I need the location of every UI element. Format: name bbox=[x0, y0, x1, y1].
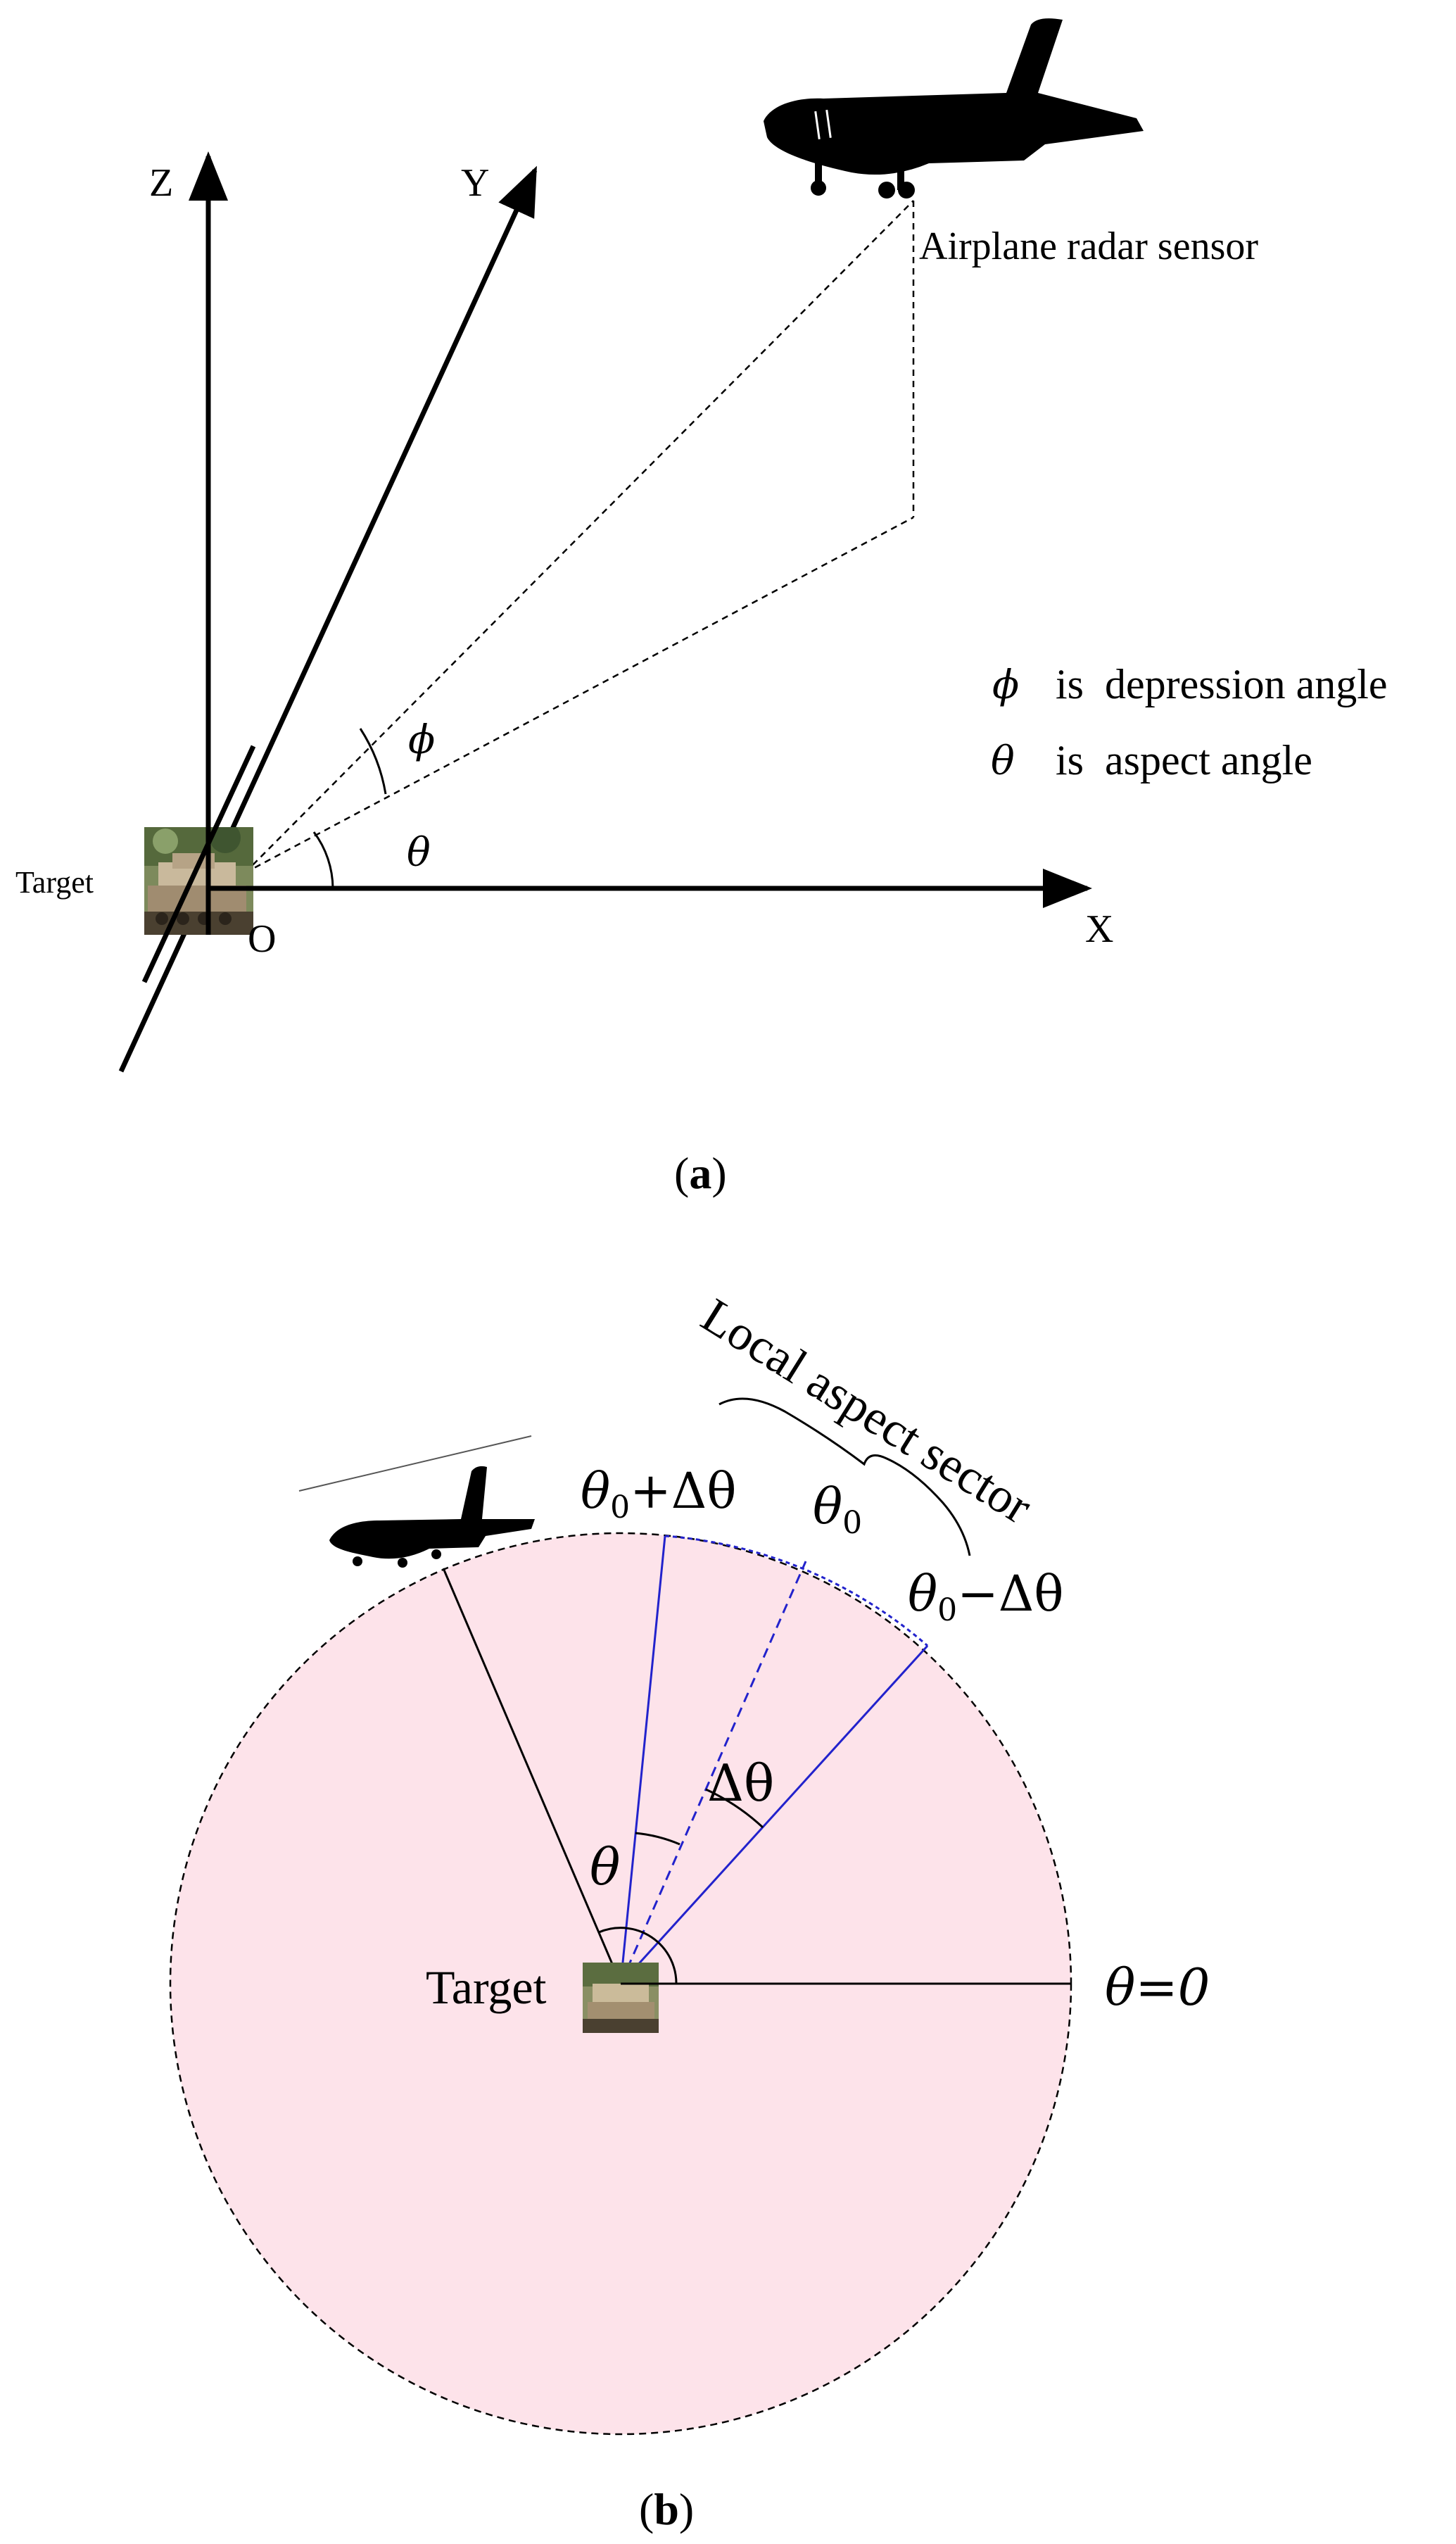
z-axis-label: Z bbox=[149, 161, 173, 205]
legend-phi-symbol: ϕ bbox=[992, 662, 1019, 708]
theta0-plus-arc bbox=[635, 1832, 680, 1846]
airplane-icon bbox=[764, 18, 1144, 199]
sector-lower-line bbox=[619, 1644, 929, 1985]
helicopter-icon bbox=[298, 1435, 535, 1568]
theta0-plus-label: θ0+Δθ bbox=[581, 1462, 737, 1525]
sector-center-line bbox=[619, 1561, 807, 1984]
theta-arc bbox=[312, 831, 334, 889]
target-label: Target bbox=[15, 865, 94, 900]
theta-arc-b bbox=[598, 1927, 678, 1984]
delta-theta-arc bbox=[705, 1788, 764, 1829]
delta-theta-label: Δθ bbox=[707, 1753, 774, 1813]
origin-label: O bbox=[248, 917, 276, 961]
sensor-label: Airplane radar sensor bbox=[919, 225, 1258, 268]
y-axis bbox=[118, 165, 538, 1073]
sector-brace bbox=[718, 1397, 971, 1556]
theta0-minus-label: θ0−Δθ bbox=[908, 1565, 1064, 1628]
caption-b: (b) bbox=[639, 2484, 694, 2534]
sector-upper-line bbox=[619, 1535, 666, 1984]
legend-theta-text: is aspect angle bbox=[1056, 737, 1312, 783]
tank-icon-b bbox=[583, 1963, 659, 2033]
y-axis-label: Y bbox=[461, 161, 489, 205]
target-label-b: Target bbox=[426, 1960, 547, 2014]
legend-theta-symbol: θ bbox=[991, 738, 1015, 784]
tank-icon bbox=[144, 827, 253, 935]
phi-arc bbox=[359, 728, 387, 795]
legend: ϕ is depression angle θ is aspect angle bbox=[991, 661, 1388, 784]
sector-arc bbox=[664, 1535, 928, 1647]
sector-label: Local aspect sector bbox=[692, 1288, 1042, 1535]
theta-label-b: θ bbox=[590, 1837, 620, 1896]
caption-a: (a) bbox=[674, 1148, 727, 1198]
x-axis-label: X bbox=[1085, 907, 1113, 951]
panel-b: Local aspect sector θ0+Δθ θ0 θ0−Δθ Δθ θ … bbox=[169, 1288, 1210, 2534]
theta0-label: θ0 bbox=[813, 1478, 862, 1541]
projection-lines bbox=[244, 200, 915, 874]
panel-a: Z Y X O Target Airplane radar sensor ϕ θ… bbox=[15, 18, 1388, 1198]
theta-label: θ bbox=[407, 830, 431, 876]
aircraft-direction-line bbox=[442, 1568, 622, 1984]
phi-label: ϕ bbox=[408, 717, 435, 763]
theta-zero-label: θ=0 bbox=[1105, 1958, 1210, 2017]
legend-phi-text: is depression angle bbox=[1056, 661, 1388, 707]
